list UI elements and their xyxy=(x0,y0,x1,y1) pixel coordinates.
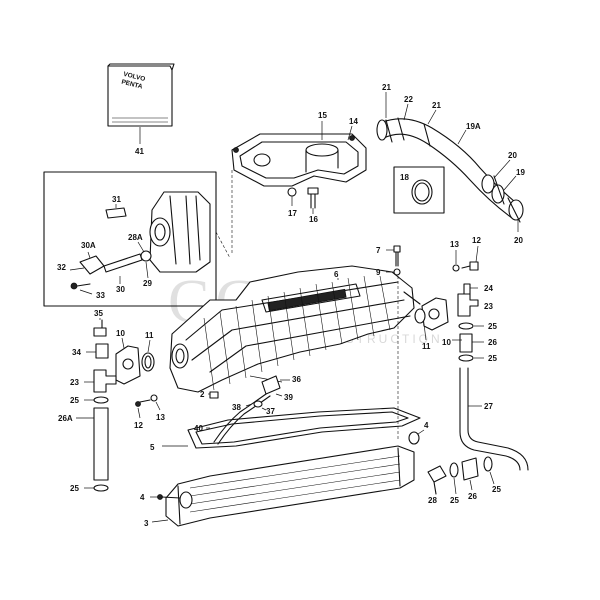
part-36-39-sensor-cable xyxy=(213,375,290,445)
label-10-right: 10 xyxy=(442,338,451,347)
label-11-left: 11 xyxy=(145,331,154,340)
part-3-4-lower-cooler xyxy=(150,429,425,527)
label-22: 22 xyxy=(404,95,413,104)
part-19-22-hose xyxy=(376,92,524,232)
label-28a: 28A xyxy=(128,233,143,242)
label-28: 28 xyxy=(428,496,437,505)
part-14-15-exhaust-elbow xyxy=(231,121,367,254)
part-16-17-bolt xyxy=(287,187,319,214)
label-23-left: 23 xyxy=(70,378,79,387)
label-25-bottom-a: 25 xyxy=(450,496,459,505)
label-27: 27 xyxy=(484,402,493,411)
part-2-12-13-bolts xyxy=(135,391,219,419)
label-30: 30 xyxy=(116,285,125,294)
label-20-top: 20 xyxy=(508,151,517,160)
label-4-left: 4 xyxy=(140,493,145,502)
part-7-9-bolt xyxy=(386,245,401,440)
label-37: 37 xyxy=(266,407,275,416)
label-6: 6 xyxy=(334,270,339,279)
label-29: 29 xyxy=(143,279,152,288)
part-left-fittings xyxy=(76,318,155,492)
label-25-left-top: 25 xyxy=(70,396,79,405)
label-16: 16 xyxy=(309,215,318,224)
label-39: 39 xyxy=(284,393,293,402)
label-21: 21 xyxy=(432,101,441,110)
part-41-instruction-book: VOLVO PENTA xyxy=(107,63,175,144)
label-13-left: 13 xyxy=(156,413,165,422)
label-26-bottom: 26 xyxy=(468,492,477,501)
label-25-bottom-b: 25 xyxy=(492,485,501,494)
label-21-top: 21 xyxy=(382,83,391,92)
label-14: 14 xyxy=(349,117,358,126)
label-33: 33 xyxy=(96,291,105,300)
label-32: 32 xyxy=(57,263,66,272)
part-bottom-right-fittings xyxy=(427,456,495,495)
label-17: 17 xyxy=(288,209,297,218)
label-2: 2 xyxy=(200,390,205,399)
label-25-right-top: 25 xyxy=(488,322,497,331)
part-40-gasket xyxy=(162,407,421,449)
label-24: 24 xyxy=(484,284,493,293)
label-13-right: 13 xyxy=(450,240,459,249)
part-18-o-ring xyxy=(393,166,445,214)
label-30a: 30A xyxy=(81,241,96,250)
label-38: 38 xyxy=(232,403,241,412)
label-25-left-bottom: 25 xyxy=(70,484,79,493)
label-36: 36 xyxy=(292,375,301,384)
label-5: 5 xyxy=(150,443,155,452)
label-12-left: 12 xyxy=(134,421,143,430)
label-19: 19 xyxy=(516,168,525,177)
label-26a: 26A xyxy=(58,414,73,423)
label-9: 9 xyxy=(376,268,381,277)
label-12-right: 12 xyxy=(472,236,481,245)
label-15: 15 xyxy=(318,111,327,120)
label-23-right: 23 xyxy=(484,302,493,311)
inset-detail-box xyxy=(43,171,217,307)
label-3: 3 xyxy=(144,519,149,528)
label-35: 35 xyxy=(94,309,103,318)
label-34: 34 xyxy=(72,348,81,357)
part-number-labels: 41 15 14 21 22 21 19A 20 19 20 18 17 16 … xyxy=(57,83,525,528)
label-41: 41 xyxy=(135,147,144,156)
label-31: 31 xyxy=(112,195,121,204)
label-25-right-mid: 25 xyxy=(488,354,497,363)
label-10-left: 10 xyxy=(116,329,125,338)
label-7: 7 xyxy=(376,246,381,255)
label-19a: 19A xyxy=(466,122,481,131)
part-27-pipe xyxy=(459,367,529,471)
label-20-bottom: 20 xyxy=(514,236,523,245)
label-40: 40 xyxy=(194,424,203,433)
part-right-thermostat-fittings xyxy=(414,245,484,362)
label-4-right: 4 xyxy=(424,421,429,430)
label-26-right: 26 xyxy=(488,338,497,347)
label-11-right: 11 xyxy=(422,342,431,351)
part-6-heat-exchanger xyxy=(169,265,421,393)
label-18: 18 xyxy=(400,173,409,182)
